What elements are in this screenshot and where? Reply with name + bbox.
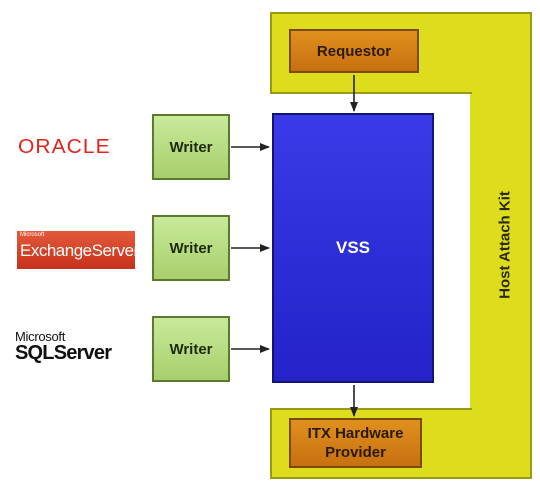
itx-hardware-provider-box: ITX Hardware Provider <box>289 418 422 468</box>
sql-server-logo: Microsoft SQLServer <box>15 330 137 363</box>
writer-label: Writer <box>169 138 213 156</box>
writer-box-sql: Writer <box>152 316 230 382</box>
requestor-box: Requestor <box>289 29 419 73</box>
host-attach-kit-frame-side <box>470 12 532 479</box>
host-attach-kit-inner-edge-bottom <box>270 408 472 410</box>
requestor-label: Requestor <box>316 42 392 60</box>
writer-box-exchange: Writer <box>152 215 230 281</box>
oracle-logo: ORACLE <box>18 136 111 158</box>
writer-label: Writer <box>169 340 213 358</box>
vss-label: VSS <box>335 238 371 257</box>
itx-label-line2: Provider <box>325 444 386 461</box>
exchange-server-logo: Microsoft ExchangeServer <box>17 231 139 269</box>
writer-label: Writer <box>169 239 213 257</box>
host-attach-kit-inner-edge-top <box>270 92 472 94</box>
exchange-logo-small-text: Microsoft <box>20 232 45 238</box>
itx-label-line1: ITX Hardware <box>307 425 404 442</box>
vss-box: VSS <box>272 113 434 383</box>
sql-logo-small-text: Microsoft <box>15 329 66 344</box>
writer-box-oracle: Writer <box>152 114 230 180</box>
sql-logo-text: SQLServer <box>15 342 112 364</box>
exchange-logo-text: ExchangeServer <box>20 241 139 260</box>
